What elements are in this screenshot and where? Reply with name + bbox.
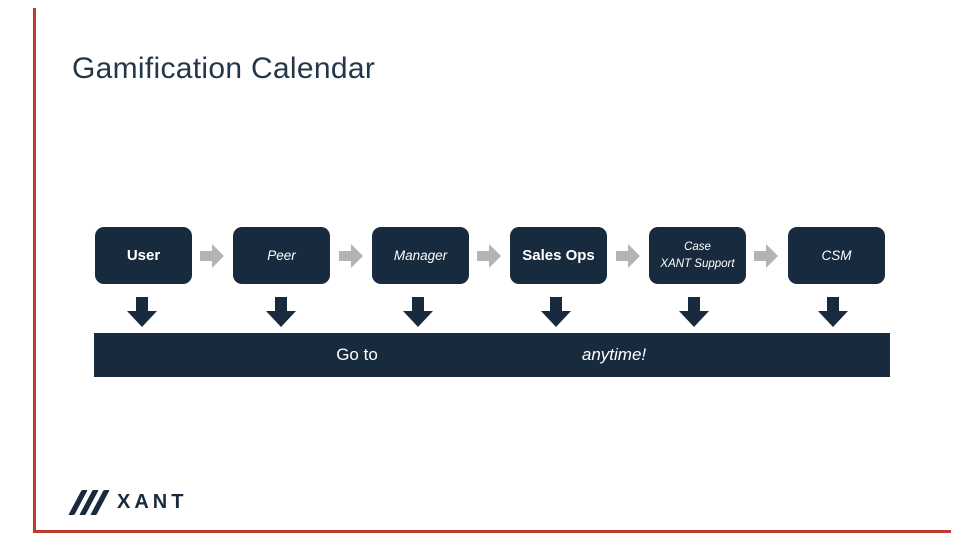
flow-box-label-line1: Case xyxy=(684,241,711,254)
down-arrow-icon xyxy=(127,297,157,327)
go-anytime-banner: Go to anytime! xyxy=(94,333,890,377)
xant-slashes-icon xyxy=(68,489,110,515)
right-arrow-icon xyxy=(339,244,363,268)
flow-box-csm: CSM xyxy=(788,227,885,284)
flow-box-label: User xyxy=(126,247,161,264)
down-arrow-icon xyxy=(403,297,433,327)
down-arrow-icon xyxy=(679,297,709,327)
flow-box-label: CSM xyxy=(821,248,852,263)
accent-line-horizontal xyxy=(33,530,951,533)
banner-text-anytime: anytime! xyxy=(581,345,647,364)
flow-box-sales-ops: Sales Ops xyxy=(510,227,607,284)
right-arrow-icon xyxy=(200,244,224,268)
flow-box-label: Peer xyxy=(267,248,296,263)
right-arrow-icon xyxy=(754,244,778,268)
down-arrow-icon xyxy=(541,297,571,327)
banner-text-go-to: Go to xyxy=(336,345,378,364)
flow-box-peer: Peer xyxy=(233,227,330,284)
xant-logo-text: XANT xyxy=(117,490,188,513)
page-title: Gamification Calendar xyxy=(72,52,376,85)
down-arrow-icon xyxy=(818,297,848,327)
accent-line-vertical xyxy=(33,8,36,533)
flow-box-case-xant-support: Case XANT Support xyxy=(649,227,746,284)
xant-logo: XANT xyxy=(68,487,188,517)
right-arrow-icon xyxy=(616,244,640,268)
flow-box-label: Sales Ops xyxy=(522,247,595,264)
flow-box-user: User xyxy=(95,227,192,284)
flow-box-manager: Manager xyxy=(372,227,469,284)
flow-box-label: Manager xyxy=(393,248,448,263)
flow-box-label-line2: XANT Support xyxy=(660,257,735,270)
down-arrow-icon xyxy=(266,297,296,327)
right-arrow-icon xyxy=(477,244,501,268)
